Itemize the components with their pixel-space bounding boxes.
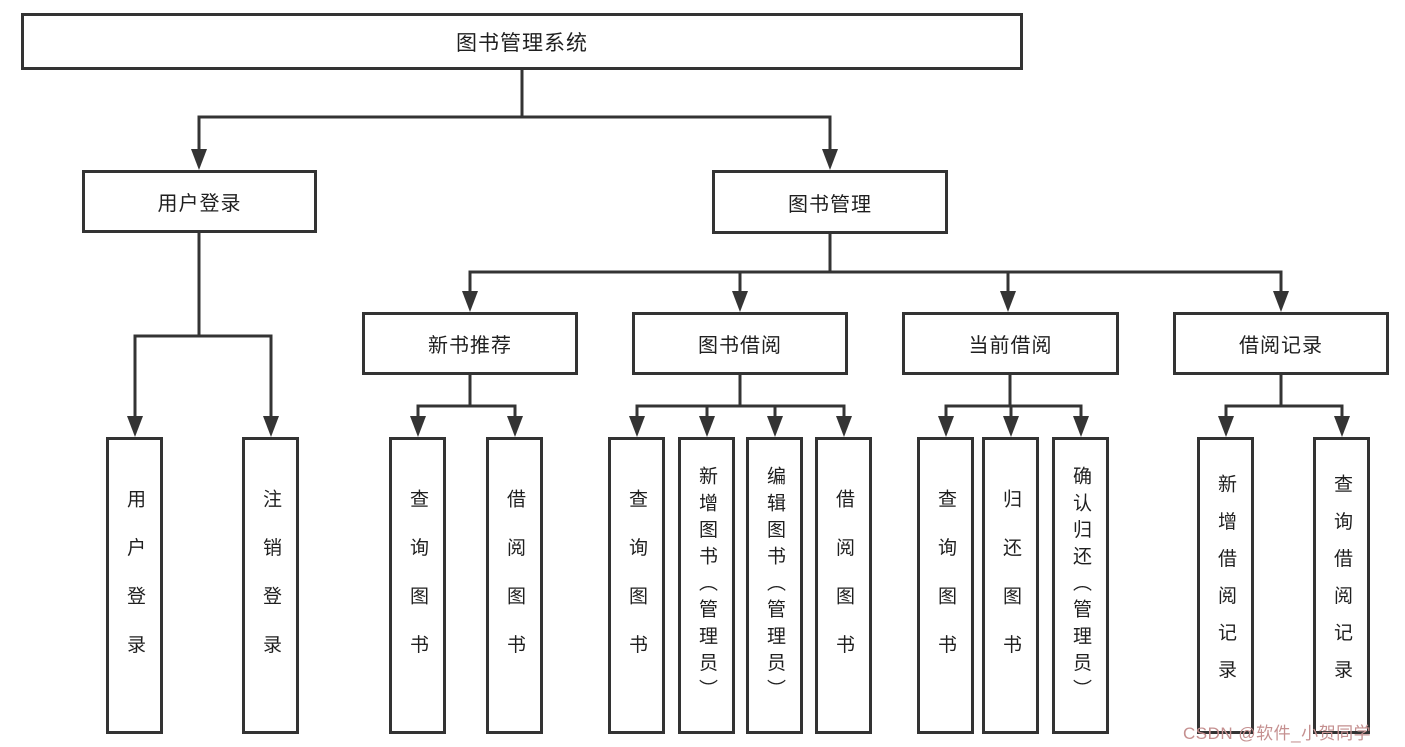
leaf-borrow-borrow-books: 借阅图书 (815, 437, 872, 734)
leaf-borrow-add-books-admin: 新增图书（管理员） (678, 437, 735, 734)
leaf-label: 借阅图书 (833, 488, 854, 683)
leaf-label: 注销登录 (260, 488, 281, 683)
leaf-logout: 注销登录 (242, 437, 299, 734)
leaf-label: 查询图书 (626, 488, 647, 683)
leaf-label: 新增借阅记录 (1215, 474, 1236, 697)
leaf-record-query-borrow-record: 查询借阅记录 (1313, 437, 1370, 734)
leaf-label: 借阅图书 (504, 488, 525, 683)
leaf-current-query-books: 查询图书 (917, 437, 974, 734)
leaf-newbook-borrow-books: 借阅图书 (486, 437, 543, 734)
leaf-borrow-query-books: 查询图书 (608, 437, 665, 734)
leaf-current-return-books: 归还图书 (982, 437, 1039, 734)
leaf-label: 查询图书 (935, 488, 956, 683)
leaf-label: 确认归还（管理员） (1070, 465, 1091, 706)
node-new-book-recommend: 新书推荐 (362, 312, 578, 375)
leaf-user-login: 用户登录 (106, 437, 163, 734)
leaf-label: 编辑图书（管理员） (764, 465, 785, 706)
leaf-label: 查询图书 (407, 488, 428, 683)
leaf-label: 归还图书 (1000, 488, 1021, 683)
node-book-management: 图书管理 (712, 170, 948, 234)
node-borrow-record: 借阅记录 (1173, 312, 1389, 375)
leaf-record-add-borrow-record: 新增借阅记录 (1197, 437, 1254, 734)
node-current-borrow: 当前借阅 (902, 312, 1119, 375)
leaf-label: 新增图书（管理员） (696, 465, 717, 706)
leaf-newbook-query-books: 查询图书 (389, 437, 446, 734)
leaf-label: 查询借阅记录 (1331, 474, 1352, 697)
node-book-borrow: 图书借阅 (632, 312, 848, 375)
leaf-label: 用户登录 (124, 488, 145, 683)
leaf-borrow-edit-books-admin: 编辑图书（管理员） (746, 437, 803, 734)
node-user-login: 用户登录 (82, 170, 317, 233)
node-system-root: 图书管理系统 (21, 13, 1023, 70)
csdn-watermark: CSDN @软件_小贺同学 (1183, 724, 1372, 743)
leaf-current-confirm-return-admin: 确认归还（管理员） (1052, 437, 1109, 734)
